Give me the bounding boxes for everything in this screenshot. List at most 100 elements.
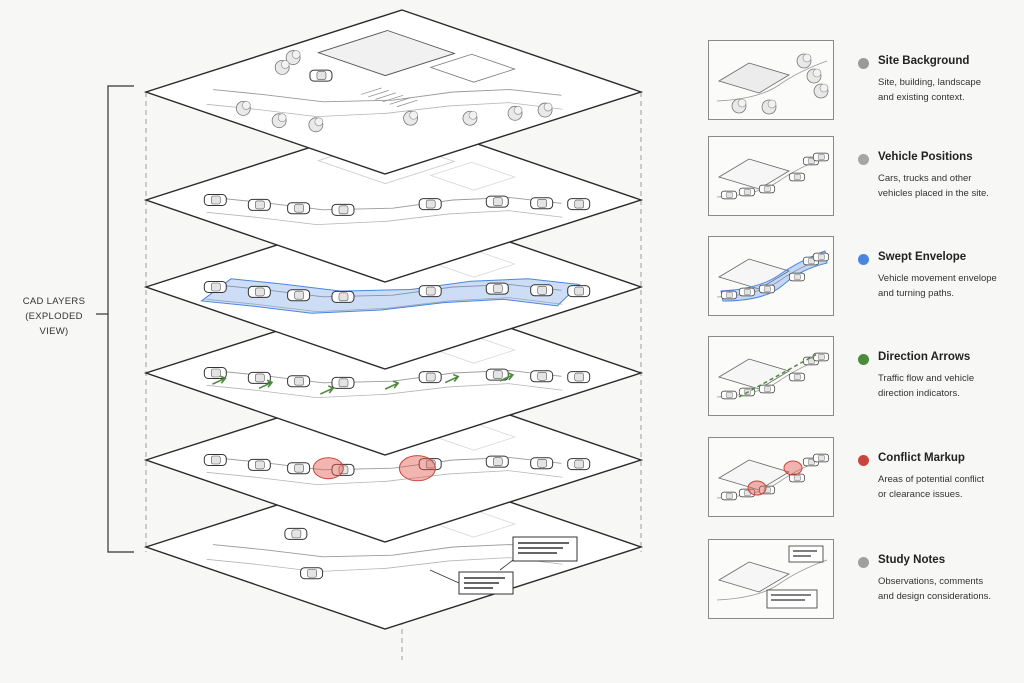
car-icon (331, 203, 355, 216)
thumbnail-site-background (708, 40, 834, 120)
thumbnail-building (718, 561, 790, 593)
car-icon (720, 190, 738, 200)
car-icon (203, 281, 227, 293)
car-icon (530, 197, 554, 210)
layer-plate-envelope (143, 204, 644, 370)
car-icon (203, 194, 227, 206)
car-icon (788, 172, 806, 182)
tree-icon (271, 113, 287, 129)
layer-bracket (96, 85, 134, 553)
car-icon (418, 198, 442, 211)
legend-item-swept-envelope: Swept Envelope Vehicle movement envelope… (708, 236, 1018, 318)
tree-icon (507, 105, 523, 121)
tree-icon (537, 102, 553, 118)
legend-desc-line: vehicles placed in the site. (878, 188, 989, 199)
arrow-icon (258, 379, 274, 390)
tree-icon (308, 117, 324, 133)
thumbnail-direction-arrows (708, 336, 834, 416)
tree-icon (796, 53, 812, 69)
car-icon (300, 567, 324, 580)
legend-desc-line: Observations, comments (878, 576, 984, 587)
bracket-label: CAD LAYERS (EXPLODED VIEW) (12, 294, 96, 339)
color-dot-icon (858, 58, 869, 69)
car-icon (485, 455, 509, 468)
legend-description: Areas of potential conflict or clearance… (878, 472, 1018, 502)
arrow-icon (738, 352, 820, 398)
thumbnail-vehicle-positions (708, 136, 834, 216)
conflict-zone-icon (398, 455, 436, 482)
legend-description: Observations, comments and design consid… (878, 574, 1018, 604)
car-icon (247, 458, 271, 471)
tree-icon (462, 110, 478, 126)
car-icon (247, 198, 271, 211)
conflict-zone-icon (747, 480, 767, 496)
building-outline (316, 30, 516, 83)
car-icon (788, 372, 806, 382)
car-icon (812, 453, 830, 463)
conflict-zone-icon (783, 460, 803, 476)
color-dot-icon (858, 455, 869, 466)
tree-icon (274, 60, 290, 75)
car-icon (812, 152, 830, 162)
legend-description: Site, building, landscape and existing c… (878, 75, 1018, 105)
car-icon (758, 184, 776, 194)
legend-description: Traffic flow and vehicle direction indic… (878, 371, 1018, 401)
car-icon (720, 491, 738, 501)
tree-icon (403, 110, 418, 126)
color-dot-icon (858, 354, 869, 365)
tree-icon (235, 101, 251, 116)
legend-title: Swept Envelope (878, 251, 967, 263)
car-icon (331, 376, 355, 389)
car-icon (485, 195, 509, 208)
conflict-zones (312, 455, 436, 482)
legend-desc-line: direction indicators. (878, 388, 960, 399)
arrow-icon (212, 375, 227, 385)
car-icon (287, 202, 311, 215)
legend-desc-line: and turning paths. (878, 288, 955, 299)
car-icon (738, 287, 756, 297)
legend-title: Study Notes (878, 554, 946, 566)
legend-desc-line: or clearance issues. (878, 489, 963, 500)
tree-icon (761, 99, 777, 115)
car-icon (309, 69, 333, 82)
layer-plate-notes (143, 464, 644, 630)
car-icon (567, 198, 591, 211)
car-icon (203, 454, 227, 466)
thumbnail-building (718, 62, 790, 94)
thumbnail-swept-envelope (708, 236, 834, 316)
legend-desc-line: and design considerations. (878, 591, 992, 602)
legend-desc-line: Vehicle movement envelope (878, 273, 997, 284)
car-icon (567, 371, 591, 384)
car-icon (567, 458, 591, 471)
note-box (788, 545, 824, 563)
car-icon (758, 284, 776, 294)
car-icon (418, 371, 442, 384)
car-icon (247, 285, 271, 298)
car-icon (287, 375, 311, 388)
layer-plate-vehicles (143, 117, 644, 283)
legend-desc-line: Traffic flow and vehicle (878, 373, 975, 384)
car-icon (287, 289, 311, 302)
legend-title: Direction Arrows (878, 351, 971, 363)
color-dot-icon (858, 557, 869, 568)
car-icon (720, 290, 738, 300)
color-dot-icon (858, 254, 869, 265)
car-icon (530, 284, 554, 297)
direction-arrows (212, 372, 515, 395)
car-icon (530, 457, 554, 470)
bracket-label-line1: CAD LAYERS (22, 296, 86, 307)
legend-item-vehicle-positions: Vehicle Positions Cars, trucks and other… (708, 136, 1018, 218)
tree-icon (813, 83, 829, 99)
thumbnail-conflict-markup (708, 437, 834, 517)
car-icon (485, 282, 509, 295)
legend-item-site-background: Site Background Site, building, landscap… (708, 40, 1018, 122)
swept-envelope-area (200, 278, 581, 314)
arrow-icon (319, 385, 335, 395)
car-icon (418, 285, 442, 298)
legend-item-direction-arrows: Direction Arrows Traffic flow and vehicl… (708, 336, 1018, 418)
arrow-icon (499, 372, 515, 382)
arrow-icon (444, 373, 460, 384)
legend-description: Vehicle movement envelope and turning pa… (878, 271, 1018, 301)
car-icon (530, 370, 554, 383)
